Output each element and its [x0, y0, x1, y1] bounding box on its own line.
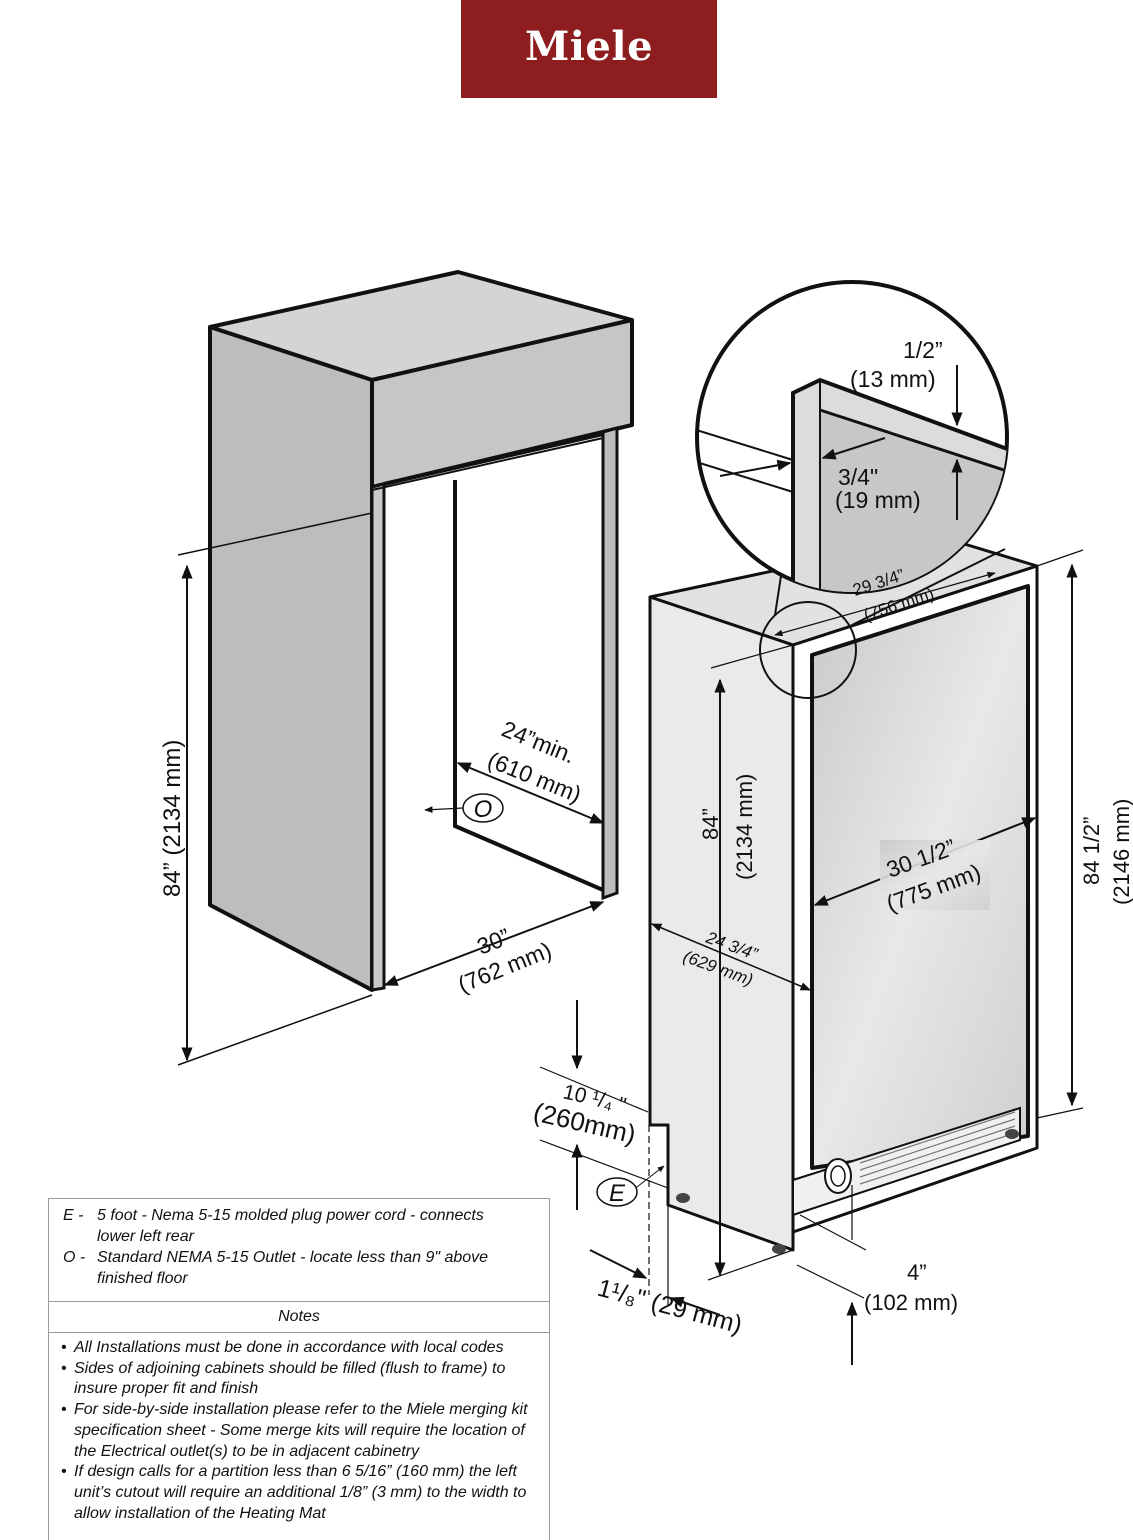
cabinet-niche	[208, 270, 634, 992]
note-text: Sides of adjoining cabinets should be fi…	[74, 1359, 506, 1398]
legend-text-o-2: finished floor	[97, 1270, 188, 1287]
legend-item-e: E - 5 foot - Nema 5-15 molded plug power…	[49, 1205, 549, 1247]
detail-top-in: 1/2”	[903, 337, 943, 363]
notes-heading: Notes	[49, 1302, 549, 1333]
cord-marker-label: E	[609, 1180, 626, 1207]
notes-list: • All Installations must be done in accor…	[49, 1333, 549, 1524]
legend-text-e-2: lower left rear	[97, 1228, 194, 1245]
toe-kick-in: 4”	[907, 1260, 927, 1285]
note-item: • If design calls for a partition less th…	[61, 1462, 545, 1524]
legend-key-e: E -	[63, 1207, 84, 1224]
outlet-marker-label: O	[474, 796, 493, 823]
legend-item-o: O - Standard NEMA 5-15 Outlet - locate l…	[49, 1247, 549, 1289]
legend-box: E - 5 foot - Nema 5-15 molded plug power…	[48, 1198, 550, 1540]
niche-height-dimension: 84” (2134 mm)	[159, 512, 373, 1066]
legend-text-o: Standard NEMA 5-15 Outlet - locate less …	[97, 1249, 489, 1266]
unit-height-in: 84”	[698, 808, 723, 840]
legend-items: E - 5 foot - Nema 5-15 molded plug power…	[49, 1199, 549, 1302]
cord-offset-label: 1¹/₈" (29 mm)	[594, 1274, 745, 1339]
legend-text-e: 5 foot - Nema 5-15 molded plug power cor…	[97, 1207, 484, 1224]
note-text: For side-by-side installation please ref…	[74, 1401, 528, 1460]
unit-height-mm: (2134 mm)	[732, 774, 757, 880]
note-bullet: •	[61, 1359, 67, 1377]
unit-height-dimension: 84” (2134 mm)	[698, 644, 794, 1281]
cord-height-dimension: 10 ¹/₄ " (260mm)	[531, 1000, 669, 1210]
outlet-marker: O	[462, 793, 504, 823]
logo-text: Miele	[524, 22, 654, 70]
note-bullet: •	[61, 1401, 67, 1419]
note-item: • For side-by-side installation please re…	[61, 1400, 545, 1462]
overall-height-dimension: 84 1/2” (2146 mm)	[1036, 549, 1133, 1119]
detail-side-in: 3/4"	[838, 464, 878, 490]
miele-logo: Miele	[461, 0, 717, 98]
cord-marker: E	[596, 1177, 638, 1207]
overall-height-in: 84 1/2”	[1079, 817, 1104, 886]
toe-kick-mm: (102 mm)	[864, 1290, 958, 1315]
detail-top-mm: (13 mm)	[850, 366, 936, 392]
note-item: • All Installations must be done in accor…	[61, 1338, 545, 1359]
unit-width-dimension: 30 1/2” (775 mm)	[813, 817, 1037, 917]
note-text: If design calls for a partition less tha…	[74, 1463, 527, 1522]
detail-side-mm: (19 mm)	[835, 487, 921, 513]
note-bullet: •	[61, 1339, 67, 1356]
niche-height-label: 84” (2134 mm)	[159, 740, 186, 897]
note-bullet: •	[61, 1463, 67, 1481]
overall-height-mm: (2146 mm)	[1109, 799, 1133, 905]
note-item: • Sides of adjoining cabinets should be f…	[61, 1359, 545, 1400]
note-text: All Installations must be done in accord…	[74, 1339, 504, 1356]
toe-kick-dimension: 4” (102 mm)	[796, 1185, 958, 1365]
niche-width-dimension: 30” (762 mm)	[383, 901, 605, 998]
legend-key-o: O -	[63, 1249, 86, 1266]
